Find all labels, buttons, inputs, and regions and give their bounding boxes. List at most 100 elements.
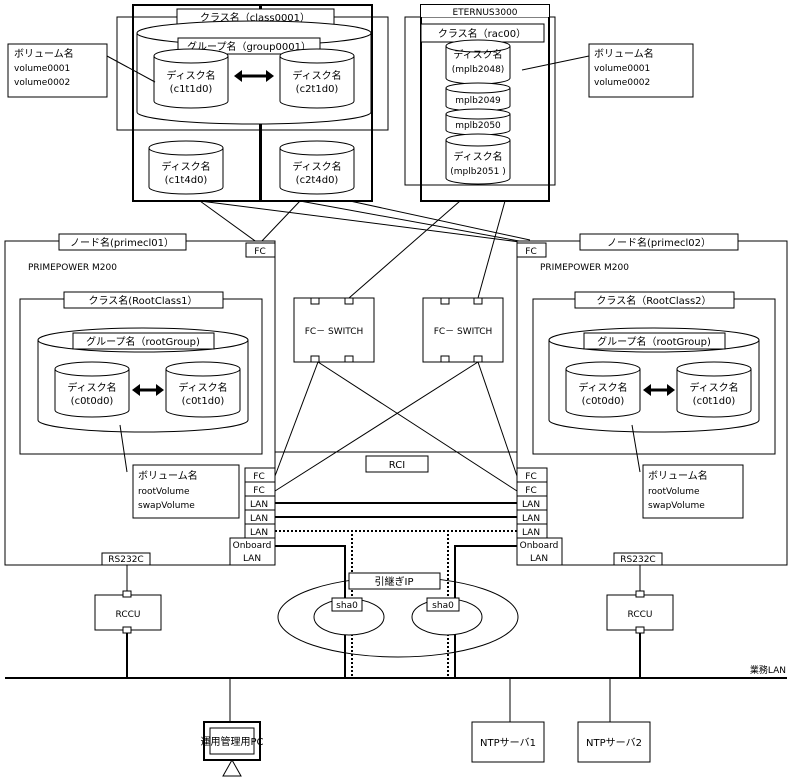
- array-disk-c2t4d0: ディスク名 (c2t4d0): [279, 140, 355, 195]
- array-volume-box: ボリューム名 volume0001 volume0002: [7, 43, 156, 98]
- node1-group-box: [72, 332, 215, 350]
- node2-fc-port: [516, 242, 547, 258]
- disk-name-label: ディスク名: [166, 69, 215, 82]
- volume-item: swapVolume: [138, 501, 195, 511]
- rci-label: RCI: [389, 460, 405, 471]
- volume-title: ボリューム名: [648, 469, 708, 482]
- disk-name-label: ディスク名: [453, 150, 502, 163]
- disk-id: (c2t4d0): [296, 175, 339, 186]
- volume-item: volume0002: [594, 78, 650, 88]
- disk-id: (c2t1d0): [296, 84, 339, 95]
- disk-name-label: ディスク名: [578, 381, 627, 394]
- node2-name-box: [579, 233, 739, 251]
- fc-cables: [199, 200, 531, 492]
- array-class-label: クラス名（class0001）: [200, 11, 310, 24]
- eternus-disk-mplb2050: mplb2050: [445, 108, 511, 136]
- node2-volume-box: ボリューム名 rootVolume swapVolume: [631, 424, 744, 519]
- array-disk-c1t4d0: ディスク名 (c1t4d0): [148, 140, 224, 195]
- node2-disk-c0t0d0: ディスク名 (c0t0d0): [565, 361, 641, 418]
- disk-name-label: ディスク名: [453, 48, 502, 61]
- port-label: LAN: [250, 528, 268, 538]
- eternus-class-label: クラス名（rac00）: [438, 27, 526, 40]
- rccu-label: RCCU: [628, 610, 653, 620]
- takeover-ip-label: 引継ぎIP: [375, 575, 414, 588]
- port-label: LAN: [250, 500, 268, 510]
- disk-id: (c1t4d0): [165, 175, 208, 186]
- node2-group-label: グループ名（rootGroup): [597, 335, 711, 348]
- node1-model: PRIMEPOWER M200: [28, 263, 117, 273]
- takeover-ip-box: [348, 572, 441, 590]
- node2-disk-c0t1d0: ディスク名 (c0t1d0): [676, 361, 752, 418]
- rccu-2: RCCU: [606, 565, 674, 678]
- node1-ports: FC FC LAN LAN LAN Onboard LAN: [229, 467, 276, 566]
- node1-fc-port: [245, 242, 276, 258]
- pc-label: 運用管理用PC: [200, 735, 263, 748]
- disk-id: (c0t1d0): [693, 396, 736, 407]
- volume-item: rootVolume: [138, 487, 190, 497]
- sha-label: sha0: [336, 601, 358, 611]
- volume-item: swapVolume: [648, 501, 705, 511]
- volume-item: volume0001: [594, 64, 650, 74]
- node1-group-label: グループ名（rootGroup): [86, 335, 200, 348]
- node1-disk-c0t0d0: ディスク名 (c0t0d0): [54, 361, 130, 418]
- array-disk-c2t1d0: ディスク名 (c2t1d0): [279, 48, 355, 109]
- disk-id: (c1t1d0): [170, 84, 213, 95]
- mirror-arrow: [643, 384, 675, 396]
- rccu-label: RCCU: [116, 610, 141, 620]
- eternus-disk-mplb2049: mplb2049: [445, 82, 511, 112]
- node1-name-box: [58, 233, 187, 251]
- volume-item: rootVolume: [648, 487, 700, 497]
- switch-label: FC－ SWITCH: [434, 327, 493, 337]
- eternus-disk-mplb2051: ディスク名 (mplb2051 ): [445, 133, 511, 185]
- port-label: LAN: [243, 554, 261, 564]
- rci-box: [365, 455, 429, 473]
- disk-id: (c0t0d0): [582, 396, 625, 407]
- array-disk-c1t1d0: ディスク名 (c1t1d0): [153, 48, 229, 109]
- disk-name-label: ディスク名: [292, 69, 341, 82]
- interconnect-lines: RCI: [275, 451, 517, 678]
- takeover-ip: 引継ぎIP sha0 sha0: [277, 572, 519, 658]
- node2-name: ノード名(primecl02）: [607, 236, 711, 249]
- lan-label: 業務LAN: [750, 664, 786, 676]
- port-label: LAN: [250, 514, 268, 524]
- node1-volume-box: ボリューム名 rootVolume swapVolume: [119, 424, 240, 519]
- node1-rs232c: RS232C: [108, 555, 143, 565]
- port-label: Onboard: [233, 541, 272, 551]
- sha-label: sha0: [432, 601, 454, 611]
- disk-id: (c0t0d0): [71, 396, 114, 407]
- disk-name-label: ディスク名: [67, 381, 116, 394]
- node1-disk-c0t1d0: ディスク名 (c0t1d0): [165, 361, 241, 418]
- management-pc: 運用管理用PC: [200, 678, 264, 777]
- disk-name-label: ディスク名: [689, 381, 738, 394]
- disk-array: クラス名（class0001） グループ名（group0001） ディスク名 (…: [116, 4, 389, 202]
- port-label: FC: [254, 247, 265, 257]
- port-label: FC: [525, 472, 536, 482]
- port-label: FC: [253, 486, 264, 496]
- port-label: LAN: [522, 500, 540, 510]
- node1-name: ノード名(primecl01）: [70, 236, 174, 249]
- disk-id: (mplb2051 ): [450, 167, 505, 177]
- disk-id: mplb2049: [455, 96, 501, 106]
- eternus-volume-box: ボリューム名 volume0001 volume0002: [521, 43, 694, 98]
- port-label: FC: [525, 247, 536, 257]
- disk-name-label: ディスク名: [178, 381, 227, 394]
- volume-title: ボリューム名: [594, 47, 654, 60]
- fc-switch-1: FC－ SWITCH: [293, 297, 375, 363]
- volume-item: volume0001: [14, 64, 70, 74]
- node2-class-label: クラス名（RootClass2）: [596, 294, 711, 307]
- rccu-1: RCCU: [94, 565, 162, 678]
- mirror-arrow: [132, 384, 164, 396]
- eternus-disk-mplb2048: ディスク名 (mplb2048): [445, 39, 511, 85]
- port-label: FC: [253, 472, 264, 482]
- disk-name-label: ディスク名: [161, 160, 210, 173]
- node2-ports: FC FC LAN LAN LAN Onboard LAN: [516, 467, 563, 566]
- volume-item: volume0002: [14, 78, 70, 88]
- mirror-arrow: [234, 70, 274, 82]
- ntp-label: NTPサーバ1: [480, 737, 536, 749]
- array-group-label: グループ名（group0001）: [187, 40, 311, 53]
- disk-id: (c0t1d0): [182, 396, 225, 407]
- fc-switch-2: FC－ SWITCH: [422, 297, 504, 363]
- ntp-server-2: NTPサーバ2: [577, 678, 651, 763]
- port-label: LAN: [522, 514, 540, 524]
